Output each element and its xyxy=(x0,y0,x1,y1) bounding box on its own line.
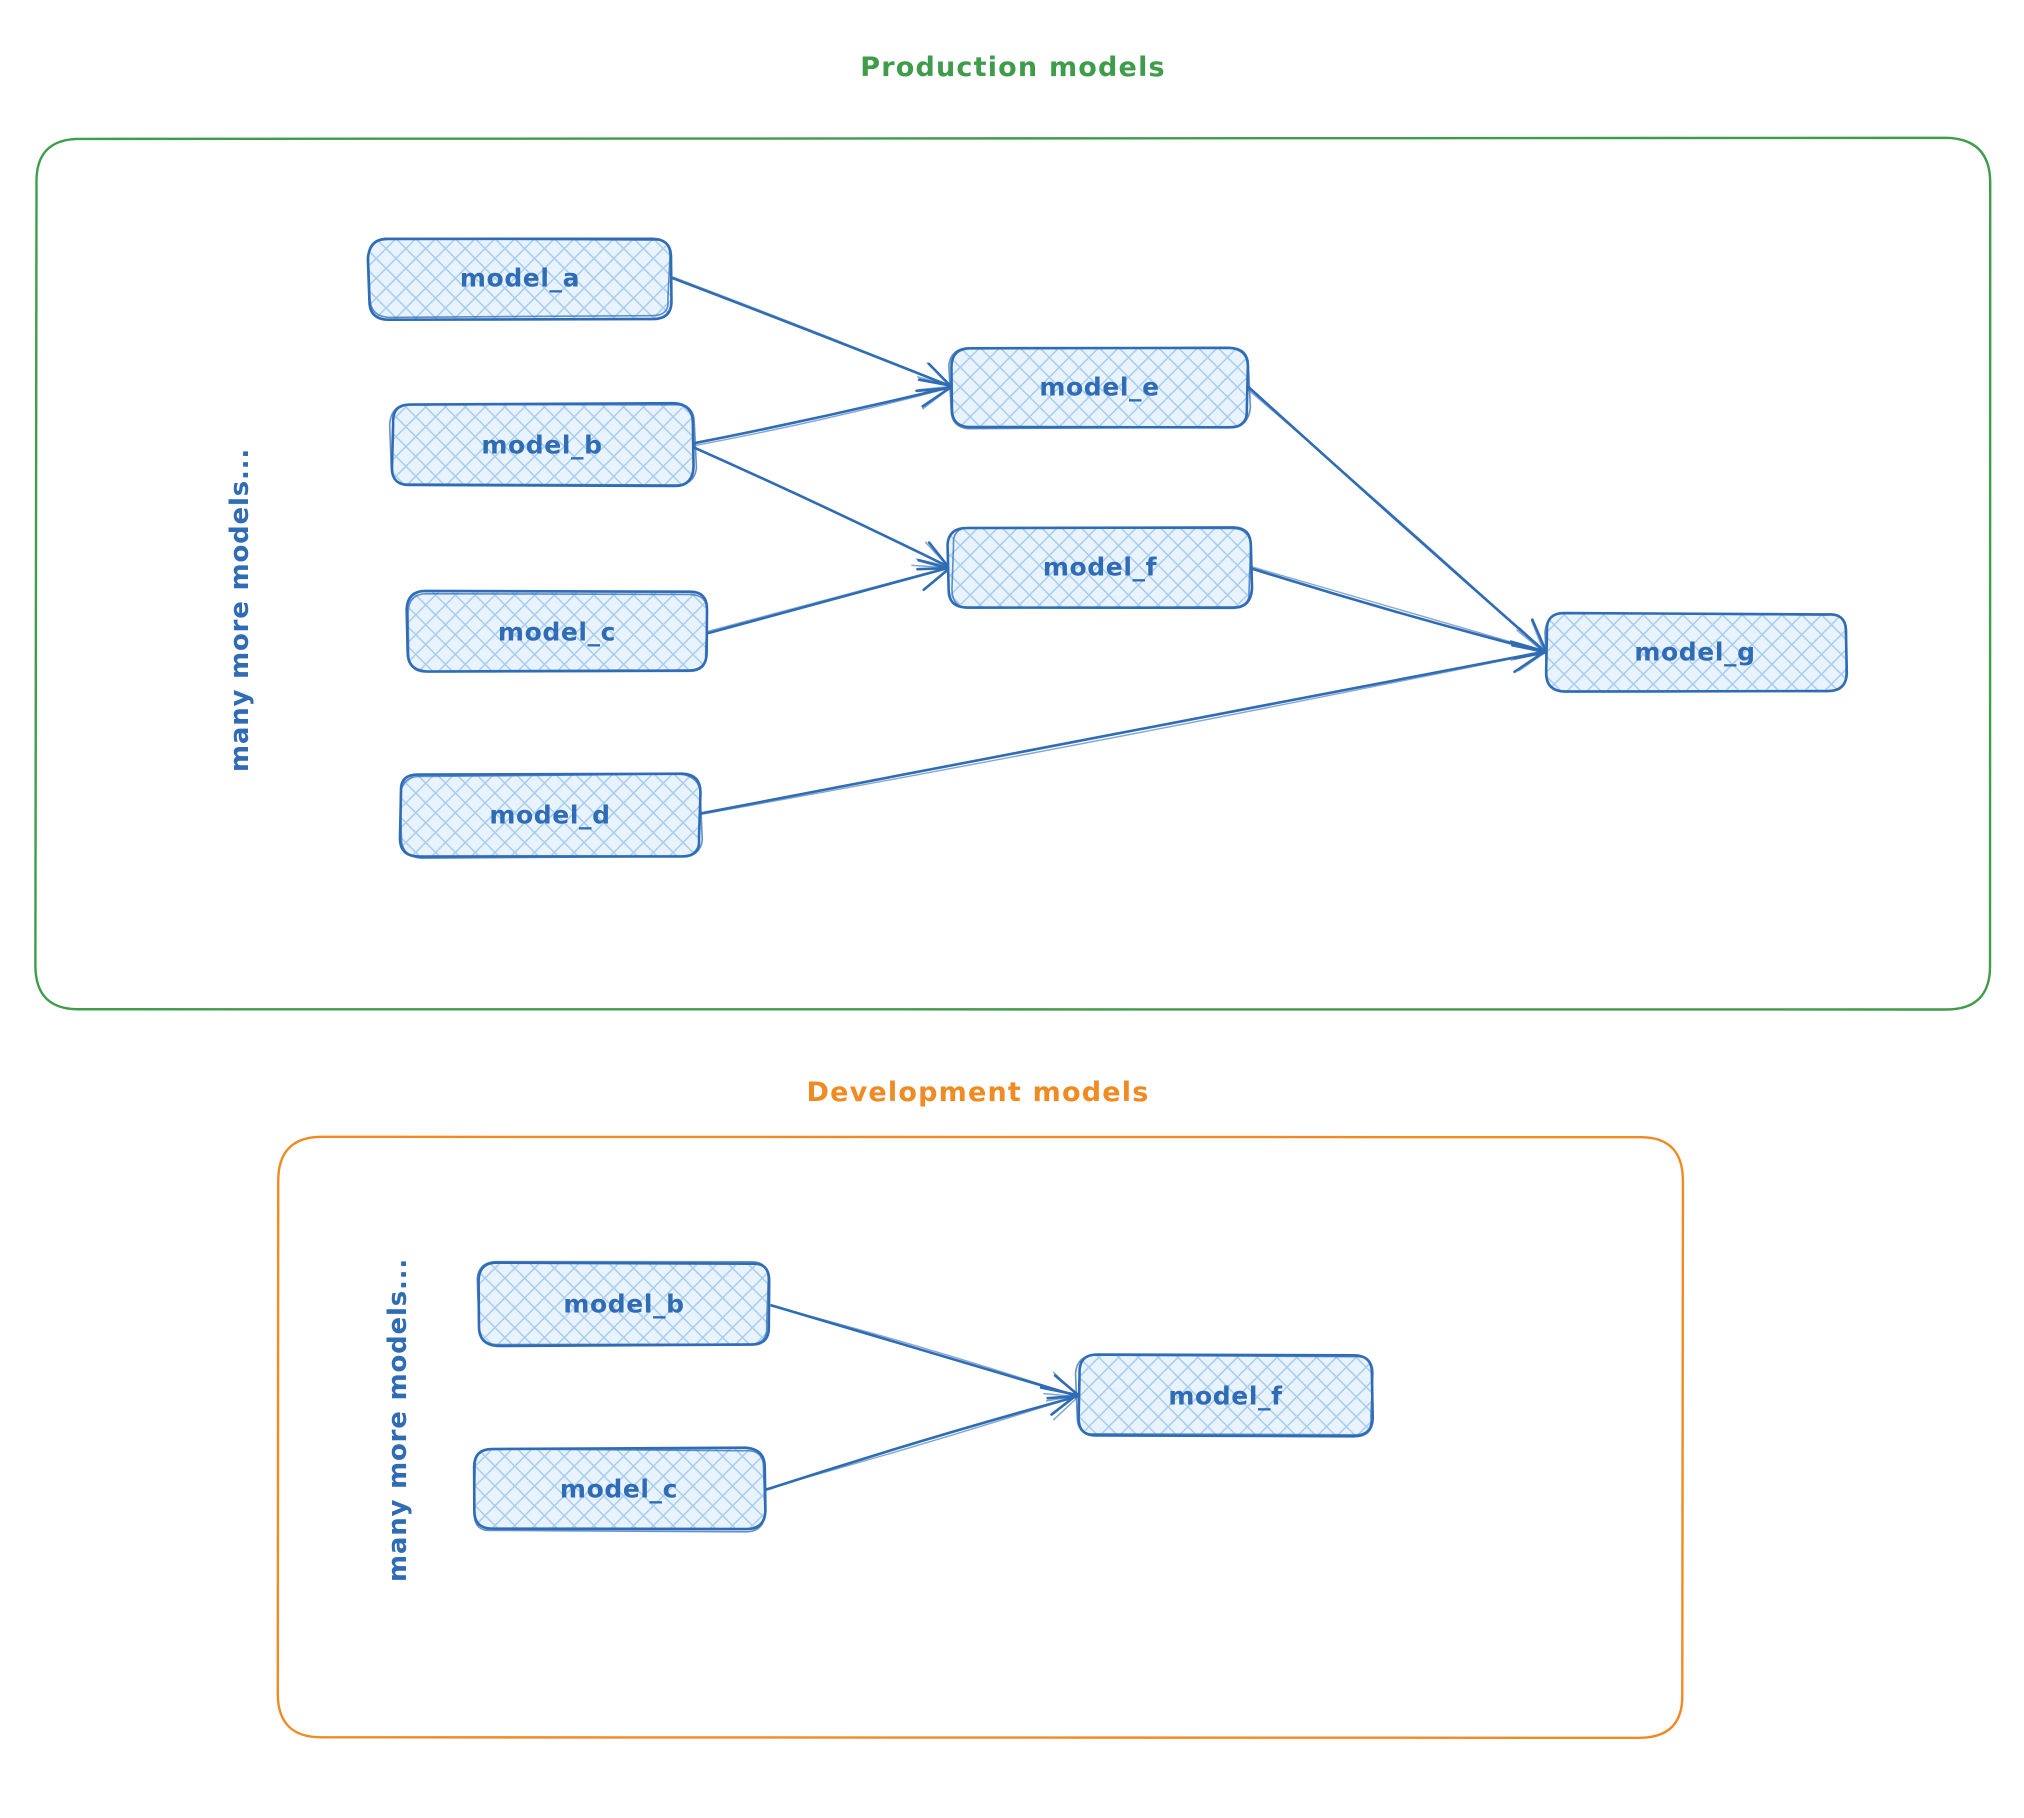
node-prod_model_a[interactable] xyxy=(366,237,673,322)
edge-prod_model_d-to-prod_model_g xyxy=(696,641,1547,816)
edge-prod_model_b-to-prod_model_f xyxy=(690,445,952,571)
node-prod_model_f[interactable] xyxy=(946,526,1254,610)
node-dev_model_c[interactable] xyxy=(472,1446,767,1533)
edge-dev_model_b-to-dev_model_f xyxy=(768,1304,1081,1402)
group-title-production: Production models xyxy=(860,52,1166,83)
side-label-production: many more models... xyxy=(225,447,255,773)
nodes xyxy=(366,237,1849,1533)
node-prod_model_d[interactable] xyxy=(398,772,704,859)
node-prod_model_g[interactable] xyxy=(1544,611,1849,693)
node-dev_model_f[interactable] xyxy=(1074,1353,1375,1438)
group-container-production xyxy=(34,136,1992,1011)
edge-prod_model_a-to-prod_model_e xyxy=(670,275,954,393)
node-prod_model_c[interactable] xyxy=(405,589,709,673)
edges xyxy=(670,275,1548,1492)
node-prod_model_e[interactable] xyxy=(948,346,1252,430)
group-title-development: Development models xyxy=(806,1077,1150,1108)
edge-dev_model_c-to-dev_model_f xyxy=(763,1386,1080,1492)
node-prod_model_b[interactable] xyxy=(388,401,698,488)
node-dev_model_b[interactable] xyxy=(476,1260,771,1348)
edge-prod_model_c-to-prod_model_f xyxy=(704,558,952,635)
group-containers xyxy=(34,136,1992,1740)
edge-prod_model_b-to-prod_model_e xyxy=(691,376,954,447)
group-container-development xyxy=(276,1135,1685,1740)
side-label-development: many more models... xyxy=(383,1257,413,1583)
